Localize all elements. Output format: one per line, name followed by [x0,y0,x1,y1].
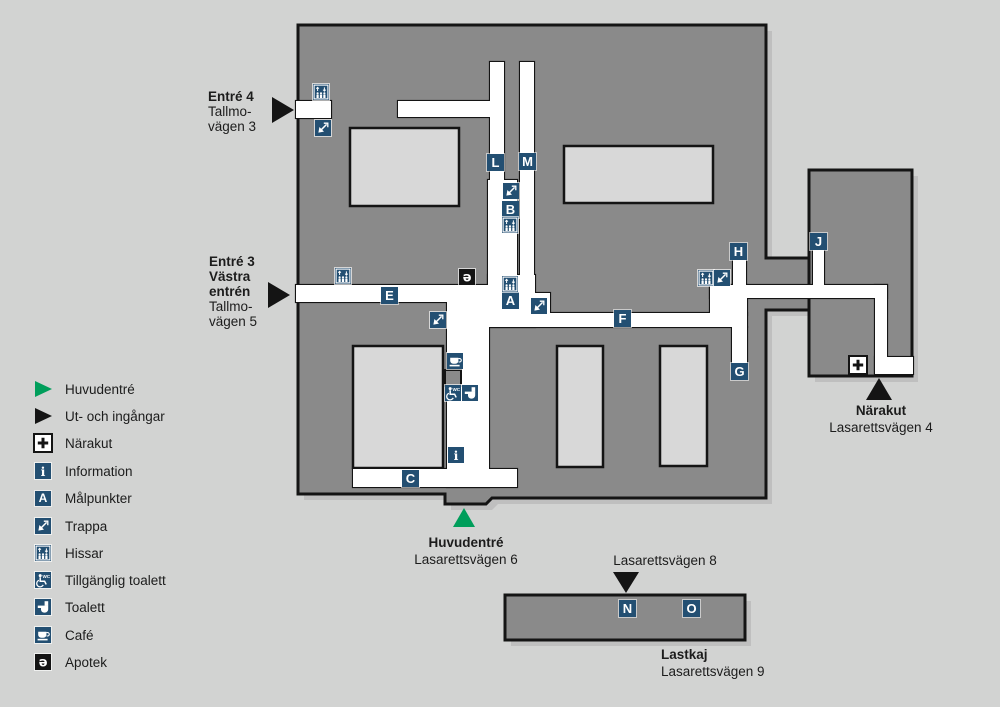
information-icon [448,447,464,463]
stairs-icon [315,120,331,136]
narakut-label: Närakut Lasarettsvägen 4 [829,403,933,435]
stairs-icon [503,183,519,199]
lasarettsvagen8-label: Lasarettsvägen 8 [613,553,717,568]
elevator-icon [502,276,518,292]
main-entrance-triangle-icon [453,508,475,527]
entrance-triangle-icon [272,97,294,123]
marker-G: G [731,363,748,380]
entre3-label: Entré 3 Västra entrén Tallmo- vägen 5 [209,254,258,329]
legend-label: Trappa [65,518,108,534]
legend-item: Trappa [35,517,107,535]
marker-A: A [502,292,519,309]
marker-E: E [381,287,398,304]
legend-item: Information [35,462,133,480]
legend-item: Hissar [35,544,103,562]
legend-label: Café [65,627,94,643]
stairs-icon [430,312,446,328]
marker-J: J [810,233,827,250]
toilet-icon [35,599,51,615]
elevator-icon [35,545,51,561]
legend-item: Toalett [35,598,105,616]
elevator-icon [313,84,329,100]
entrance-triangle-icon [866,378,892,400]
marker-N: N [619,600,636,617]
information-icon [35,463,51,479]
legend-label: Apotek [65,654,108,670]
toilet-icon [462,385,478,401]
entrance-triangle-icon [268,282,290,308]
marker-B: B [502,201,519,218]
legend-item: Tillgänglig toalett [35,571,166,589]
elevator-icon [335,268,351,284]
legend-item: A Målpunkter [35,489,132,507]
marker-O: O [683,600,700,617]
legend-label: Närakut [65,435,113,451]
legend-label: Målpunkter [65,490,132,506]
marker-L: L [487,154,504,171]
elevator-icon [698,270,714,286]
emergency-cross-icon [35,435,51,451]
stairs-icon [35,518,51,534]
legend-item: Apotek [35,653,107,671]
marker-F: F [614,310,631,327]
pharmacy-icon [459,269,475,285]
legend-label: Information [65,463,133,479]
legend-label: Ut- och ingångar [65,408,165,424]
marker-H: H [730,243,747,260]
legend-item: Närakut [35,434,112,452]
waypoint-letter-icon: A [35,490,51,506]
entrance-triangle-icon [613,572,639,593]
legend-label: Toalett [65,599,105,615]
cafe-icon [35,627,51,643]
legend-item: Café [35,626,94,644]
stairs-icon [714,270,730,286]
main-entrance-triangle-icon [35,381,52,397]
courtyards [348,126,715,470]
stairs-icon [531,298,547,314]
pharmacy-icon [35,654,51,670]
marker-C: C [402,470,419,487]
legend-label: Huvudentré [65,381,135,397]
marker-M: M [519,153,536,170]
cafe-alcove-notch [444,369,462,387]
entre4-label: Entré 4 Tallmo- vägen 3 [208,89,257,134]
legend-item: Ut- och ingångar [35,407,165,425]
legend-label: Hissar [65,545,104,561]
lastkaj-label: Lastkaj Lasarettsvägen 9 [661,647,765,679]
elevator-icon [502,217,518,233]
legend-item: Huvudentré [35,380,135,398]
narakut-building [807,168,914,378]
accessible-toilet-icon [35,572,51,588]
cafe-icon [447,353,463,369]
legend-label: Tillgänglig toalett [65,572,166,588]
huvudentre-label: Huvudentré Lasarettsvägen 6 [414,535,518,567]
emergency-cross-icon [850,357,866,373]
entrance-triangle-icon [35,408,52,424]
accessible-toilet-icon [445,385,461,401]
